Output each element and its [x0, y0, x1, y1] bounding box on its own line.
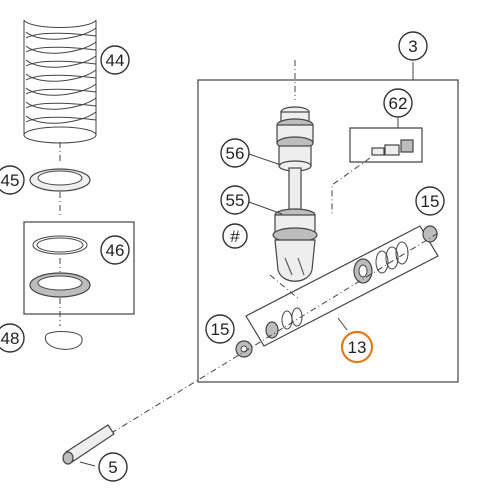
shim-stack-box-13 [245, 225, 439, 347]
washer-15-left [235, 340, 253, 358]
svg-text:15: 15 [421, 192, 440, 211]
group-box-46 [23, 221, 135, 326]
valve-box-62 [331, 118, 423, 215]
svg-text:46: 46 [106, 241, 125, 260]
svg-text:5: 5 [108, 458, 117, 477]
leader-lines [79, 153, 348, 467]
washer-45 [29, 168, 91, 218]
callout-15-right: 15 [415, 186, 445, 216]
callout-15-left: 15 [205, 314, 235, 344]
clip-48 [45, 331, 83, 350]
svg-text:55: 55 [226, 191, 245, 210]
svg-text:45: 45 [1, 171, 20, 190]
svg-text:13: 13 [348, 338, 367, 357]
shaft-assembly [269, 60, 318, 301]
spring-44 [23, 19, 97, 162]
svg-text:62: 62 [389, 94, 408, 113]
callout-45: 45 [0, 165, 25, 195]
svg-text:3: 3 [408, 37, 417, 56]
assembly-frame-3 [197, 62, 459, 383]
callout-44: 44 [100, 45, 130, 75]
svg-text:48: 48 [1, 329, 20, 348]
callout-5: 5 [98, 452, 128, 482]
callout-3: 3 [398, 31, 428, 61]
callout-48: 48 [0, 323, 25, 353]
callout-55: 55 [220, 185, 250, 215]
svg-text:15: 15 [211, 320, 230, 339]
callout-62: 62 [383, 88, 413, 118]
svg-text:#: # [230, 227, 240, 246]
svg-text:56: 56 [226, 144, 245, 163]
callout-56: 56 [220, 138, 250, 168]
callout-46: 46 [100, 235, 130, 265]
callout-hash: # [222, 223, 248, 249]
bolt-5 [62, 231, 441, 465]
svg-text:44: 44 [106, 51, 125, 70]
callout-13: 13 [340, 330, 374, 364]
